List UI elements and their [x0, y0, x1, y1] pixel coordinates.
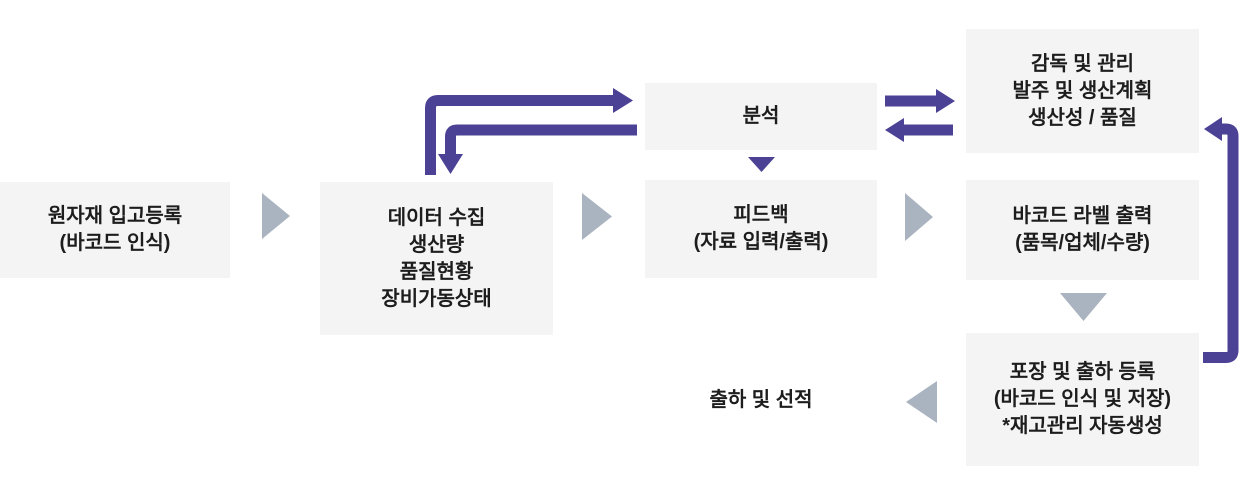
box-text-line: 생산량 — [408, 233, 465, 256]
box-text-line: 감독 및 관리 — [1030, 52, 1135, 75]
box-text-line: *재고관리 자동생성 — [1002, 415, 1163, 437]
collect-to-analysis-arrowhead-icon — [613, 88, 633, 113]
packing-to-supervision-arrow — [1203, 123, 1239, 363]
flow-right-arrow-icon — [582, 193, 612, 240]
box-text-line: (자료 입력/출력) — [693, 231, 829, 253]
analysis-to-collect-arrow — [445, 124, 637, 156]
box-text-line: (바코드 인식 및 저장) — [993, 388, 1172, 410]
flow-down-arrow-icon — [1060, 293, 1107, 321]
flow-right-arrow-icon — [905, 193, 933, 241]
box-text-line: 포장 및 출하 등록 — [1009, 361, 1156, 383]
box-text-line: 발주 및 생산계획 — [1012, 79, 1153, 102]
supervision-to-analysis-arrowhead-icon — [885, 118, 904, 142]
box-text-line: 데이터 수집 — [387, 206, 486, 229]
analysis-to-collect-arrowhead-icon — [438, 154, 463, 174]
box-text-line: 분석 — [742, 105, 780, 127]
collect-to-analysis-arrow — [425, 95, 615, 175]
packing-to-supervision-arrowhead-icon — [1204, 117, 1222, 141]
box-text-line: (바코드 인식) — [59, 232, 171, 254]
analysis-to-feedback-arrow-icon — [748, 157, 775, 172]
box-text-line: 품질현황 — [399, 260, 474, 283]
box-raw-material-registration: 원자재 입고등록 (바코드 인식) — [0, 182, 230, 278]
box-text-line: (품목/업체/수량) — [1015, 232, 1150, 254]
box-barcode-label-print: 바코드 라벨 출력 (품목/업체/수량) — [966, 180, 1199, 280]
analysis-to-supervision-arrowhead-icon — [936, 89, 955, 113]
box-text-line: 바코드 라벨 출력 — [1012, 205, 1153, 227]
box-text-line: 원자재 입고등록 — [47, 205, 183, 227]
box-text-line: 생산성 / 품질 — [1028, 106, 1137, 129]
box-packing-shipping-registration: 포장 및 출하 등록 (바코드 인식 및 저장) *재고관리 자동생성 — [966, 333, 1199, 466]
flow-right-arrow-icon — [262, 193, 290, 239]
box-feedback: 피드백 (자료 입력/출력) — [645, 180, 877, 278]
shipping-label: 출하 및 선적 — [709, 389, 813, 411]
box-analysis: 분석 — [645, 83, 877, 150]
box-supervision-management: 감독 및 관리 발주 및 생산계획 생산성 / 품질 — [966, 29, 1199, 153]
flow-left-arrow-icon — [906, 381, 937, 423]
box-text-line: 피드백 — [733, 204, 789, 226]
box-data-collection: 데이터 수집 생산량 품질현황 장비가동상태 — [320, 182, 553, 335]
box-text-line: 장비가동상태 — [381, 287, 492, 310]
